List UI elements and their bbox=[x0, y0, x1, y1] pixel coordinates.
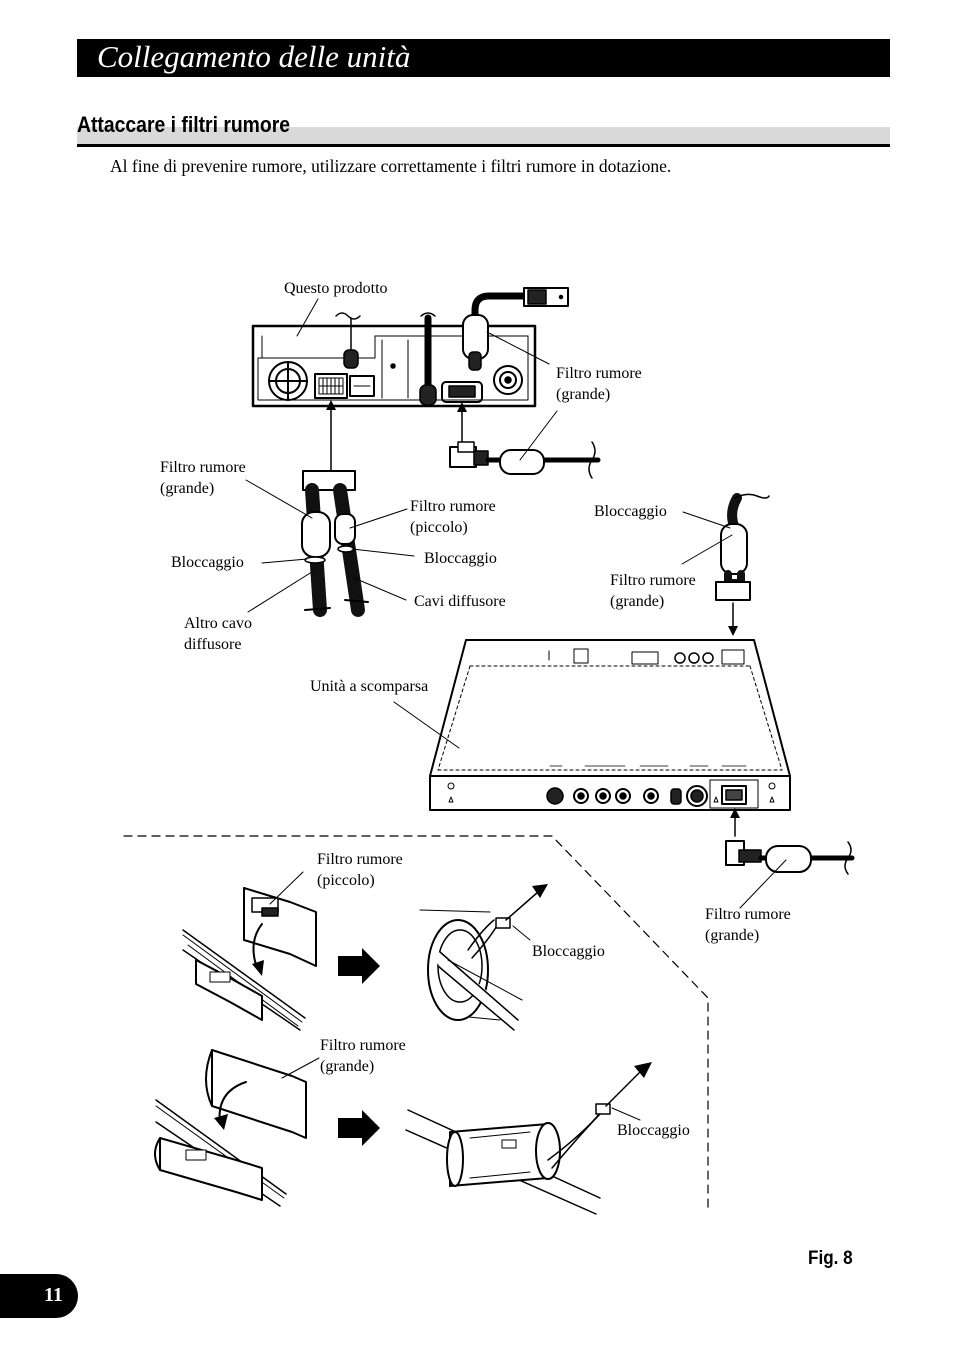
small-filter-open bbox=[182, 871, 317, 1031]
label-altro-cavo-line2: diffusore bbox=[184, 636, 242, 653]
section-heading-bar bbox=[77, 127, 890, 144]
label-bloccaggio-4: Bloccaggio bbox=[532, 943, 605, 960]
large-filter-closed bbox=[405, 1062, 652, 1215]
page-number-tab: 11 bbox=[0, 1274, 78, 1318]
head-unit-rear-panel bbox=[251, 287, 569, 408]
label-filtro-grande-5-line1: Filtro rumore bbox=[320, 1037, 406, 1054]
label-bloccaggio-3: Bloccaggio bbox=[171, 554, 244, 571]
label-bloccaggio-5: Bloccaggio bbox=[617, 1122, 690, 1139]
label-filtro-grande-1-line1: Filtro rumore bbox=[556, 365, 642, 382]
intro-paragraph: Al fine di prevenire rumore, utilizzare … bbox=[110, 156, 672, 176]
figure-label: Fig. 8 bbox=[808, 1248, 853, 1269]
label-filtro-grande-3-line1: Filtro rumore bbox=[610, 572, 696, 589]
arrow-step-2 bbox=[338, 1110, 380, 1146]
small-filter-closed bbox=[419, 884, 548, 1032]
section-title: Attaccare i filtri rumore bbox=[77, 112, 291, 137]
label-bloccaggio-2: Bloccaggio bbox=[424, 550, 497, 567]
label-filtro-grande-4-line1: Filtro rumore bbox=[705, 906, 791, 923]
label-filtro-grande-2-line2: (grande) bbox=[160, 480, 215, 497]
hideaway-input-cable-with-filter bbox=[681, 493, 770, 636]
page-number: 11 bbox=[44, 1284, 63, 1306]
label-filtro-piccolo-1-line1: Filtro rumore bbox=[410, 498, 496, 515]
label-filtro-grande-5-line2: (grande) bbox=[320, 1058, 375, 1075]
label-filtro-grande-2-line1: Filtro rumore bbox=[160, 459, 246, 476]
label-filtro-grande-1-line2: (grande) bbox=[556, 386, 611, 403]
label-filtro-grande-3-line2: (grande) bbox=[610, 593, 665, 610]
label-altro-cavo-line1: Altro cavo bbox=[184, 615, 252, 632]
section-heading-rule bbox=[77, 144, 890, 147]
hideaway-output-cable-with-filter bbox=[725, 808, 855, 909]
usb-cable-with-filter bbox=[449, 402, 601, 479]
large-filter-open bbox=[154, 1049, 320, 1207]
label-cavi-diffusore: Cavi diffusore bbox=[414, 593, 506, 610]
label-filtro-piccolo-1-line2: (piccolo) bbox=[410, 519, 468, 536]
speaker-harness bbox=[245, 400, 415, 617]
label-unita-scomparsa: Unità a scomparsa bbox=[310, 678, 429, 695]
hideaway-unit bbox=[393, 639, 791, 811]
label-filtro-grande-4-line2: (grande) bbox=[705, 927, 760, 944]
arrow-step-1 bbox=[338, 948, 380, 984]
label-filtro-piccolo-2-line2: (piccolo) bbox=[317, 872, 375, 889]
chapter-banner: Collegamento delle unità bbox=[77, 39, 890, 77]
label-filtro-piccolo-2-line1: Filtro rumore bbox=[317, 851, 403, 868]
label-bloccaggio-1: Bloccaggio bbox=[594, 503, 667, 520]
label-questo-prodotto: Questo prodotto bbox=[284, 280, 388, 297]
chapter-title: Collegamento delle unità bbox=[97, 39, 411, 74]
